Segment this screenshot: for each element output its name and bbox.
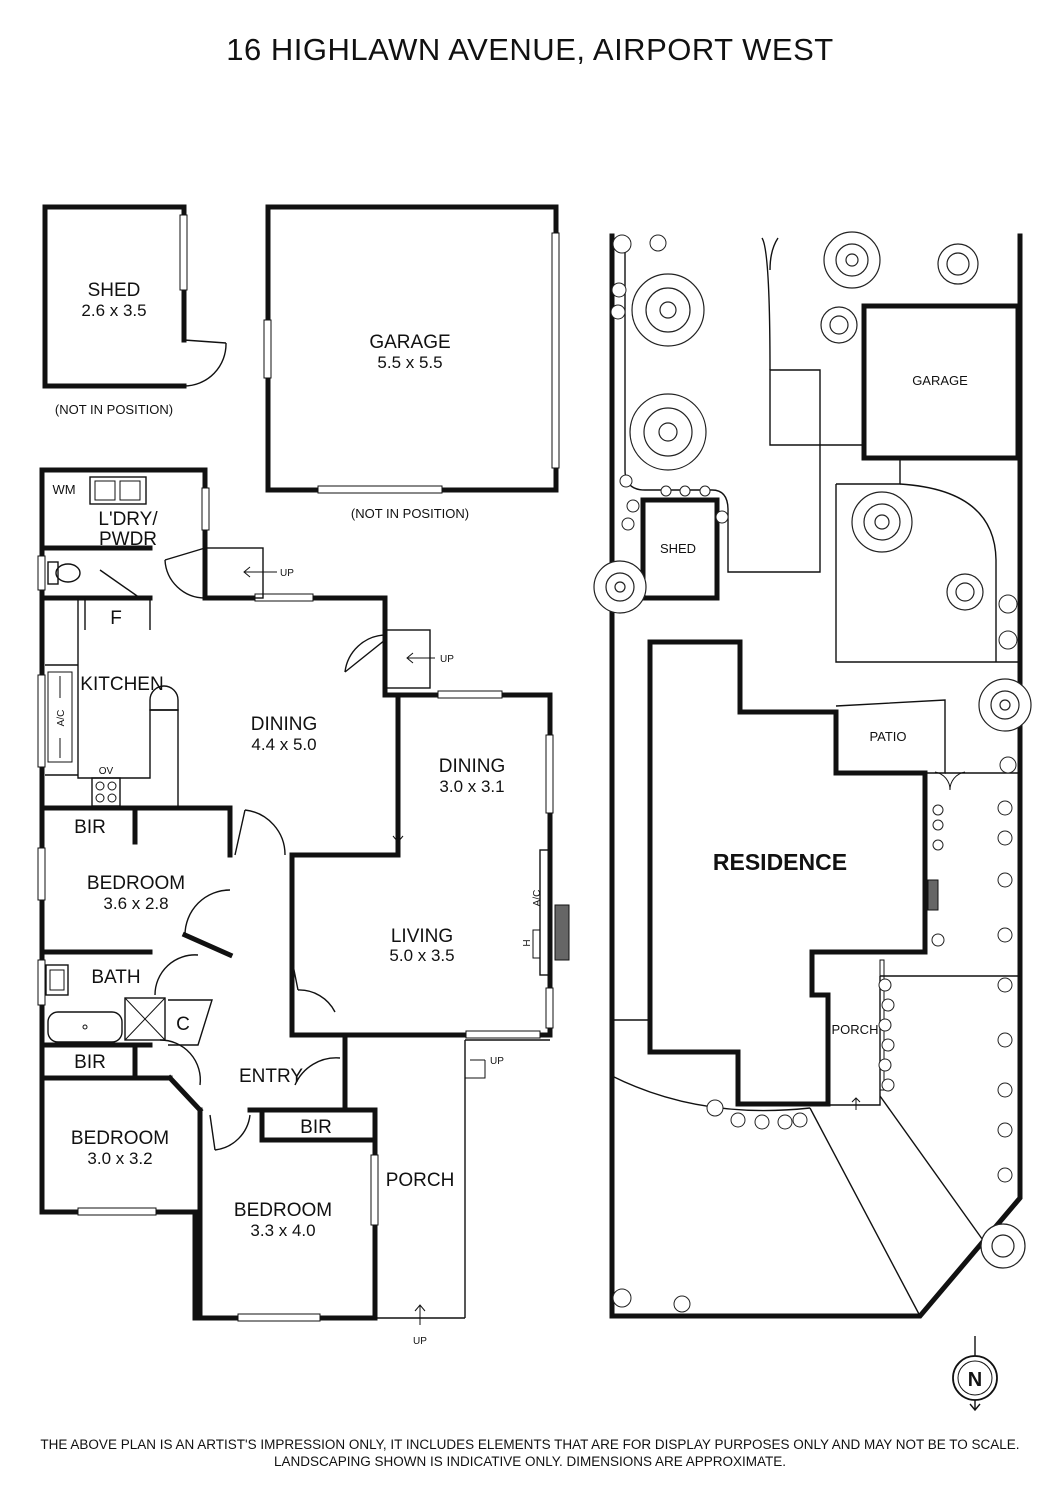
kitchen-ac-label: A/C — [56, 710, 67, 727]
bedroom-2-dimensions: 3.0 x 3.2 — [87, 1149, 152, 1168]
up-label-porch-front: UP — [413, 1336, 427, 1347]
site-garage-label: GARAGE — [912, 373, 968, 388]
shed-outline — [42, 204, 227, 389]
up-label-dining: UP — [440, 654, 454, 665]
living-dimensions: 5.0 x 3.5 — [389, 946, 454, 965]
house-windows — [37, 487, 554, 1322]
laundry-label-line1: L'DRY/ — [98, 509, 158, 530]
wm-label: WM — [52, 482, 75, 497]
living-ac-label: A/C — [532, 890, 543, 907]
house-doors — [99, 547, 386, 1151]
site-porch-label: PORCH — [832, 1022, 879, 1037]
oven-label: OV — [99, 766, 114, 777]
site-shed-label: SHED — [660, 541, 696, 556]
bedroom-3-label: BEDROOM — [234, 1200, 332, 1221]
dining-2-label: DINING — [439, 756, 506, 777]
disclaimer-line-2: LANDSCAPING SHOWN IS INDICATIVE ONLY. DI… — [273, 1454, 787, 1469]
dining-2-dimensions: 3.0 x 3.1 — [439, 777, 504, 796]
shed-dimensions: 2.6 x 3.5 — [81, 301, 146, 320]
bath-label: BATH — [91, 967, 140, 988]
site-features — [851, 771, 966, 1110]
shrub-icons — [610, 234, 1018, 1313]
shed-note: (NOT IN POSITION) — [55, 402, 173, 417]
site-shed — [640, 497, 720, 601]
garage-note: (NOT IN POSITION) — [351, 506, 469, 521]
shed-label: SHED — [88, 280, 141, 301]
north-compass-icon — [952, 1336, 998, 1412]
residence-label: RESIDENCE — [713, 849, 847, 875]
site-residence — [647, 639, 928, 1107]
porch-label: PORCH — [386, 1170, 455, 1191]
fridge-label: F — [110, 608, 122, 629]
up-label-laundry: UP — [280, 568, 294, 579]
bedroom-3-dimensions: 3.3 x 4.0 — [250, 1221, 315, 1240]
living-label: LIVING — [391, 926, 453, 947]
bir-label-2: BIR — [74, 1052, 106, 1073]
page-title: 16 HIGHLAWN AVENUE, AIRPORT WEST — [226, 32, 834, 67]
up-label-porch-side: UP — [490, 1056, 504, 1067]
dining-label: DINING — [251, 714, 318, 735]
disclaimer: THE ABOVE PLAN IS AN ARTIST'S IMPRESSION… — [0, 1436, 1060, 1470]
laundry-label-line2: PWDR — [99, 529, 157, 550]
entry-label: ENTRY — [239, 1066, 303, 1087]
fixtures — [45, 476, 570, 1046]
kitchen-label: KITCHEN — [80, 674, 163, 695]
garage-dimensions: 5.5 x 5.5 — [377, 353, 442, 372]
compass-label: N — [968, 1369, 982, 1391]
bedroom-2-label: BEDROOM — [71, 1128, 169, 1149]
tree-icons — [593, 231, 1032, 1269]
bir-label-3: BIR — [300, 1117, 332, 1138]
site-patio-label: PATIO — [869, 729, 906, 744]
bedroom-1-label: BEDROOM — [87, 873, 185, 894]
heater-label: H — [522, 939, 533, 946]
bir-label-1: BIR — [74, 817, 106, 838]
cupboard-label: C — [176, 1014, 190, 1035]
dining-dimensions: 4.4 x 5.0 — [251, 735, 316, 754]
site-garage — [861, 303, 1021, 461]
garage-outline — [263, 204, 560, 494]
up-arrows — [243, 566, 485, 1325]
garage-label: GARAGE — [369, 332, 450, 353]
bedroom-1-dimensions: 3.6 x 2.8 — [103, 894, 168, 913]
disclaimer-line-1: THE ABOVE PLAN IS AN ARTIST'S IMPRESSION… — [40, 1437, 1020, 1452]
steps — [204, 547, 550, 1319]
